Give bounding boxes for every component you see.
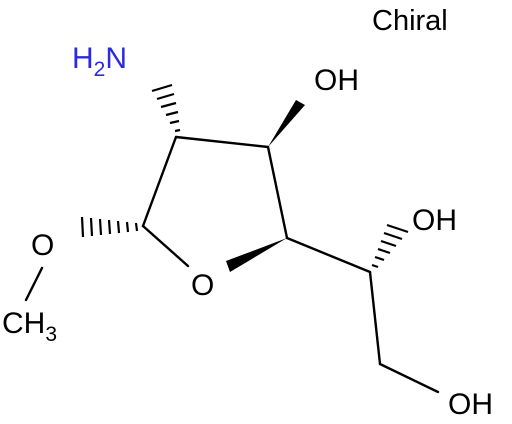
bond-c2-c1 [141,135,178,228]
wedge-c3-oh [268,100,305,147]
amino-group-label: H2N [72,42,127,81]
bond-lines [24,135,440,394]
wedge-bonds [226,100,305,272]
bond-c4-c5 [285,236,372,274]
chiral-label: Chiral [372,5,448,37]
ring-oxygen-label: O [191,269,214,302]
wedge-c4-oring [226,238,287,272]
hydroxyl-side-label: OH [412,204,457,237]
bond-o-methyl [24,266,44,302]
bond-c2-c3 [174,135,270,149]
hashed-bonds [80,83,409,269]
bond-c3-c4 [266,145,289,240]
hydroxyl-terminal-label: OH [448,388,493,421]
bond-c1-oring [141,224,190,268]
methoxy-oxygen-label: O [31,229,54,262]
methyl-label: CH3 [2,307,57,346]
bond-c6-oh [378,362,440,394]
bond-c5-c6 [368,270,382,366]
hydroxyl-ring-label: OH [314,64,359,97]
